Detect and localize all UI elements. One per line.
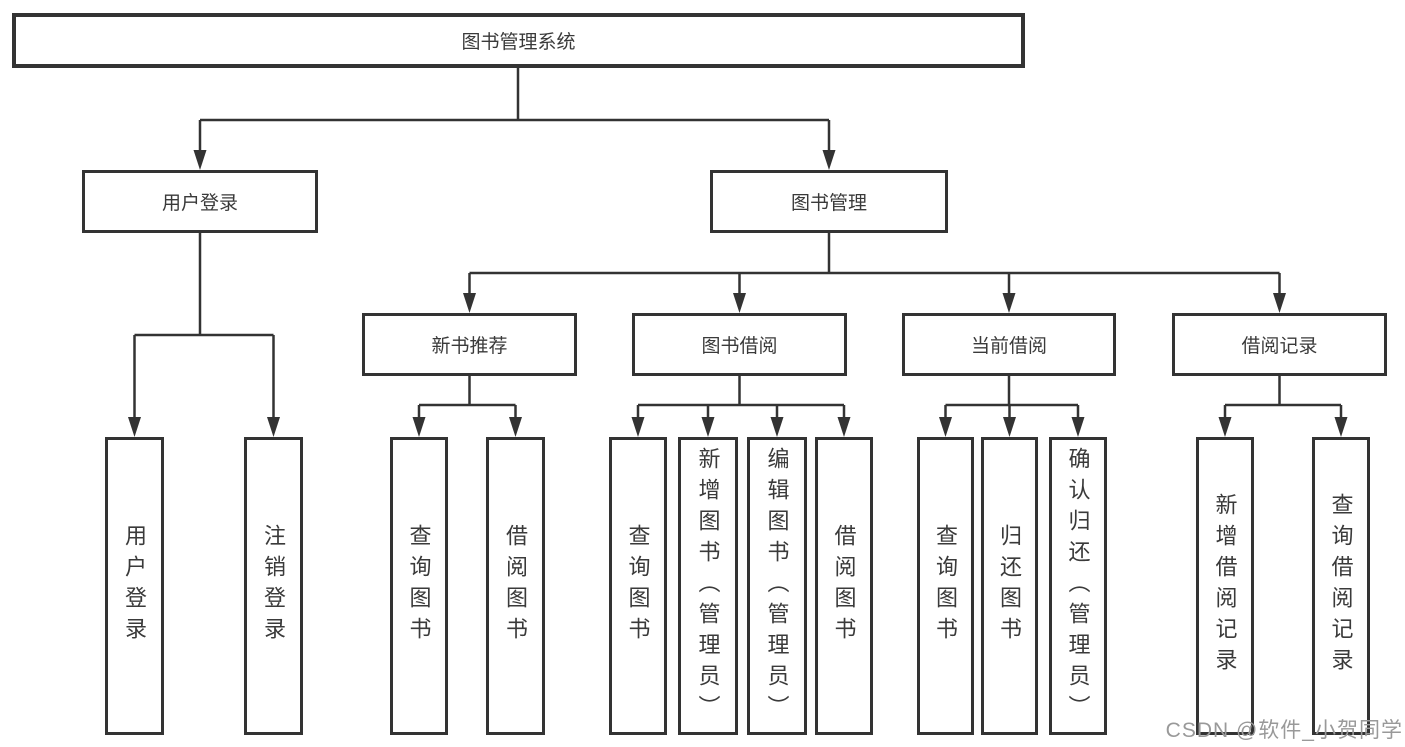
node-book-borrowing-label: 图书借阅 <box>701 336 778 357</box>
leaf-current-return-book-label: 归还图书 <box>997 524 1023 648</box>
leaf-records-add-record: 新增借阅记录 <box>1196 437 1254 735</box>
leaf-borrowing-borrow-book: 借阅图书 <box>815 437 873 735</box>
leaf-recommend-query-book: 查询图书 <box>390 437 448 735</box>
node-book-management-label: 图书管理 <box>790 193 867 214</box>
leaf-user-login-label: 用户登录 <box>122 524 148 648</box>
leaf-current-query-book-label: 查询图书 <box>933 524 959 648</box>
leaf-records-add-record-label: 新增借阅记录 <box>1212 493 1238 679</box>
leaf-user-login: 用户登录 <box>105 437 164 735</box>
leaf-borrowing-borrow-book-label: 借阅图书 <box>831 524 857 648</box>
leaf-current-return-book: 归还图书 <box>981 437 1038 735</box>
leaf-recommend-borrow-book-label: 借阅图书 <box>503 524 529 648</box>
leaf-borrowing-query-book: 查询图书 <box>609 437 667 735</box>
leaf-current-query-book: 查询图书 <box>917 437 974 735</box>
node-new-book-recommend-label: 新书推荐 <box>431 336 508 357</box>
node-root: 图书管理系统 <box>12 13 1025 68</box>
leaf-records-query-record-label: 查询借阅记录 <box>1328 493 1354 679</box>
node-current-borrowing-label: 当前借阅 <box>970 336 1047 357</box>
leaf-borrowing-edit-book: 编辑图书（管理员） <box>747 437 807 735</box>
leaf-logout-label: 注销登录 <box>261 524 287 648</box>
leaf-borrowing-add-book-label: 新增图书（管理员） <box>695 446 721 726</box>
leaf-recommend-borrow-book: 借阅图书 <box>486 437 545 735</box>
node-new-book-recommend: 新书推荐 <box>362 313 577 376</box>
node-root-label: 图书管理系统 <box>461 32 576 53</box>
connector-trunks <box>134 68 1341 407</box>
node-book-borrowing: 图书借阅 <box>632 313 847 376</box>
leaf-current-confirm-return: 确认归还（管理员） <box>1049 437 1107 735</box>
leaf-recommend-query-book-label: 查询图书 <box>406 524 432 648</box>
node-borrowing-records: 借阅记录 <box>1172 313 1387 376</box>
leaf-logout: 注销登录 <box>244 437 303 735</box>
node-borrowing-records-label: 借阅记录 <box>1241 336 1318 357</box>
node-current-borrowing: 当前借阅 <box>902 313 1116 376</box>
leaf-borrowing-query-book-label: 查询图书 <box>625 524 651 648</box>
leaf-borrowing-edit-book-label: 编辑图书（管理员） <box>764 446 790 726</box>
watermark: CSDN @软件_小贺同学 <box>1165 719 1403 742</box>
leaf-borrowing-add-book: 新增图书（管理员） <box>678 437 738 735</box>
leaf-current-confirm-return-label: 确认归还（管理员） <box>1065 446 1091 726</box>
node-user-login: 用户登录 <box>82 170 318 233</box>
node-book-management: 图书管理 <box>710 170 948 233</box>
leaf-records-query-record: 查询借阅记录 <box>1312 437 1370 735</box>
node-user-login-label: 用户登录 <box>161 193 238 214</box>
